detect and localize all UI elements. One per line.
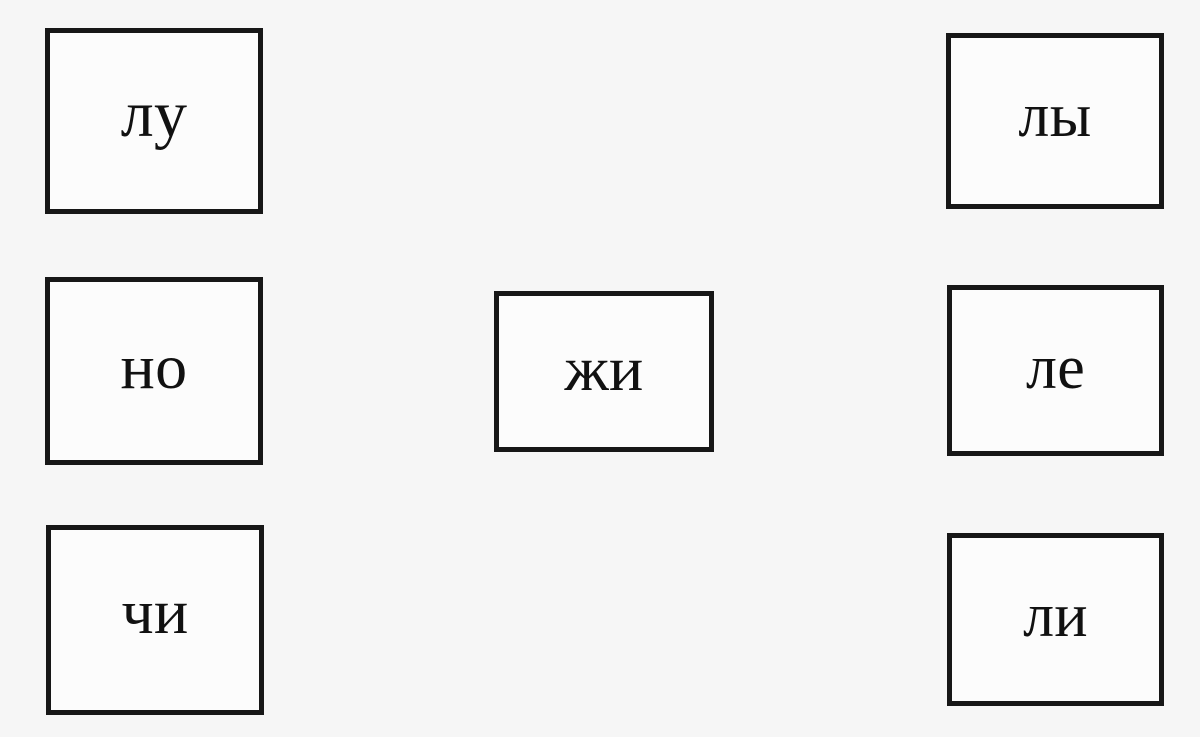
syllable-card-le[interactable]: ле: [947, 285, 1164, 456]
syllable-card-lu[interactable]: лу: [45, 28, 263, 214]
syllable-card-label: чи: [121, 576, 189, 647]
syllable-card-label: ле: [1025, 333, 1086, 402]
syllable-card-zhi[interactable]: жи: [494, 291, 714, 452]
syllable-card-label: лы: [1018, 82, 1092, 150]
syllable-card-ly[interactable]: лы: [946, 33, 1164, 209]
syllable-card-label: лу: [120, 78, 188, 151]
syllable-card-label: но: [120, 331, 188, 402]
syllable-card-chi[interactable]: чи: [46, 525, 264, 715]
syllable-card-no[interactable]: но: [45, 277, 263, 465]
syllable-card-label: жи: [564, 332, 644, 404]
syllable-card-li[interactable]: ли: [947, 533, 1164, 706]
syllable-card-label: ли: [1023, 581, 1088, 650]
